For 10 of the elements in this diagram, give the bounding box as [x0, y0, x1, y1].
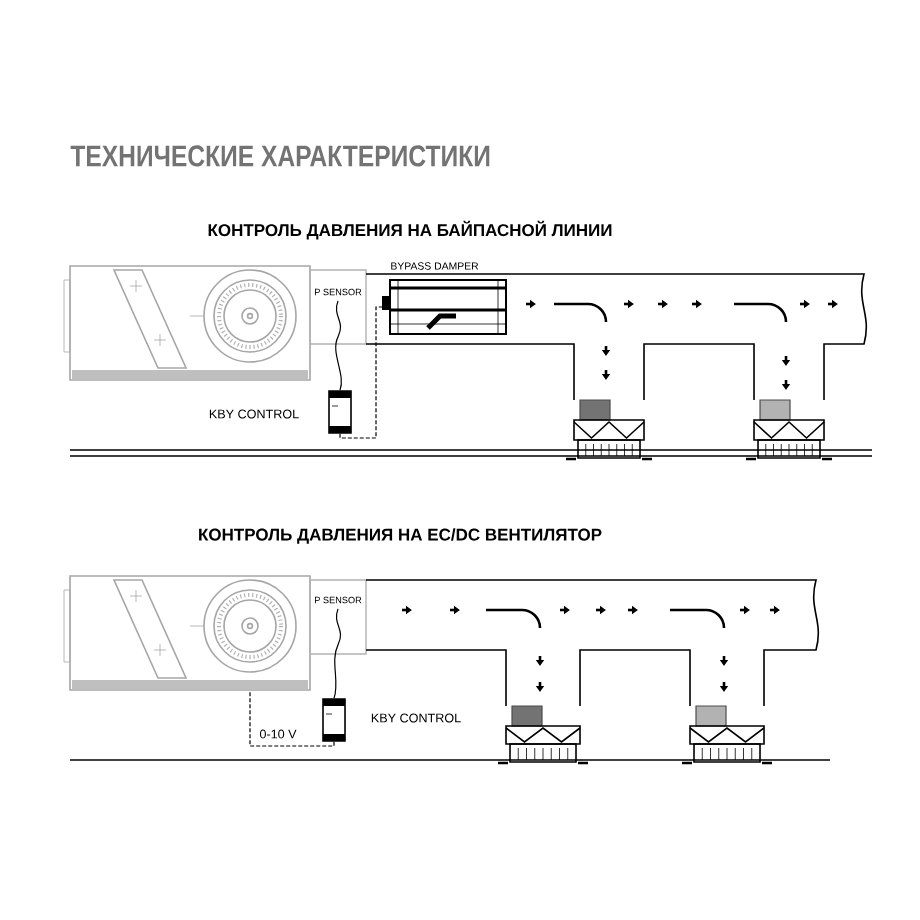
controller-box: [328, 390, 352, 434]
wire: [249, 690, 335, 747]
section-heading: КОНТРОЛЬ ДАВЛЕНИЯ НА БАЙПАСНОЙ ЛИНИИ: [208, 220, 612, 240]
air-handling-unit-drawing: [63, 575, 367, 691]
wire: [333, 608, 342, 699]
page-title: ТЕХНИЧЕСКИЕ ХАРАКТЕРИСТИКИ: [70, 145, 490, 167]
wire: [335, 300, 342, 391]
damper-box: [382, 279, 508, 335]
section-heading: КОНТРОЛЬ ДАВЛЕНИЯ НА EC/DC ВЕНТИЛЯТОР: [199, 528, 602, 544]
controller-box: [322, 698, 346, 742]
